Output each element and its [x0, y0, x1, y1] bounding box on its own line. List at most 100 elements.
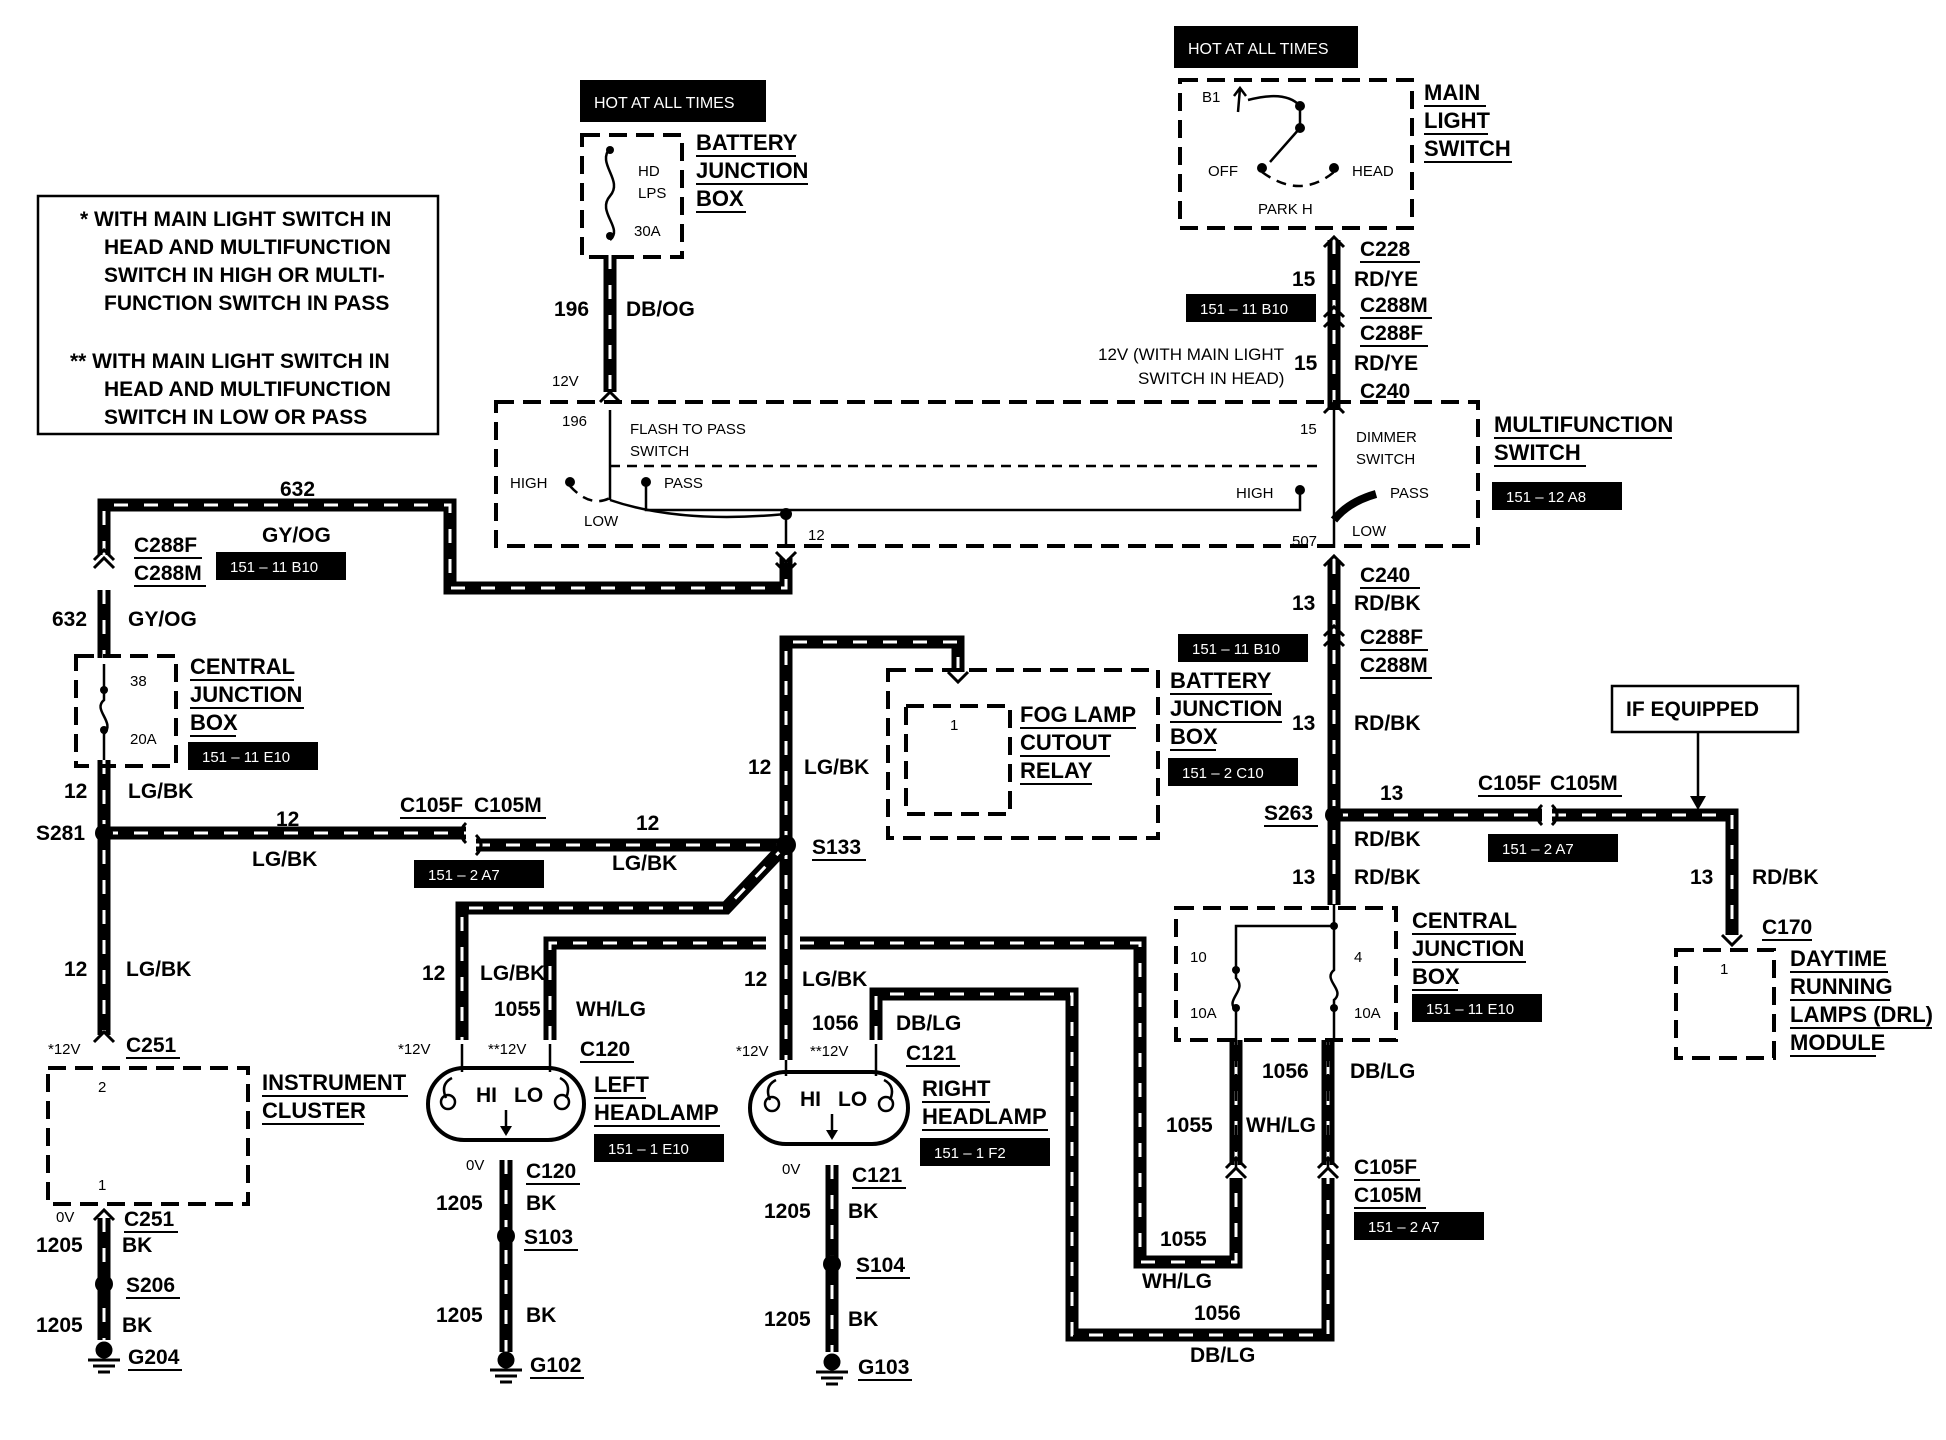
connector-label: C288M — [1360, 654, 1428, 677]
splice-s263 — [1325, 806, 1343, 824]
voltage-label: **12V — [488, 1041, 526, 1058]
wires — [97, 240, 1739, 1352]
wire-color: RD/BK — [1354, 866, 1421, 889]
reference-badge: 151 – 11 B10 — [1192, 641, 1280, 658]
component-title: RELAY — [1020, 758, 1093, 783]
splice-label: S103 — [524, 1226, 573, 1249]
connector-label: C105M — [474, 794, 542, 817]
wire-color: GY/OG — [128, 608, 197, 631]
connector-label: C288M — [134, 562, 202, 585]
circuit-number: 1205 — [36, 1314, 83, 1337]
connector-label: C120 — [580, 1038, 630, 1061]
switch-position-label: PARK H — [1258, 201, 1313, 218]
note-line: * WITH MAIN LIGHT SWITCH IN — [80, 208, 391, 231]
splice-s104 — [823, 1255, 841, 1273]
splice-label: S133 — [812, 836, 861, 859]
left-headlamp: HI LO LEFT HEADLAMP 151 – 1 E10 — [426, 1044, 724, 1162]
connector-label: C240 — [1360, 564, 1410, 587]
switch-position-label: OFF — [1208, 163, 1238, 180]
circuit-number: 13 — [1380, 782, 1403, 805]
central-junction-box-left: 38 20A CENTRAL JUNCTION BOX 151 – 11 E10 — [74, 654, 318, 770]
connector-label: C228 — [1360, 238, 1411, 261]
circuit-number: 12 — [64, 780, 87, 803]
voltage-label: **12V — [810, 1043, 848, 1060]
circuit-number: 13 — [1690, 866, 1713, 889]
connector-label: C288M — [1360, 294, 1428, 317]
component-title: BOX — [190, 710, 238, 735]
circuit-number: 1205 — [764, 1200, 811, 1223]
switch-label: DIMMER — [1356, 429, 1417, 446]
component-title: HEADLAMP — [594, 1100, 719, 1125]
pin-label: 2 — [98, 1079, 106, 1096]
wire-labels: 196 DB/OG 12V C228 15 RD/YE C288M C288F … — [36, 238, 1819, 1381]
drl-module: IF EQUIPPED 1 DAYTIME RUNNING LAMPS (DRL… — [1610, 684, 1933, 1060]
note-line: FUNCTION SWITCH IN PASS — [104, 292, 389, 315]
component-title: MODULE — [1790, 1030, 1885, 1055]
switch-label: FLASH TO PASS — [630, 421, 746, 438]
wire-color: WH/LG — [576, 998, 646, 1021]
note-line: ** WITH MAIN LIGHT SWITCH IN — [70, 350, 390, 373]
component-title: CUTOUT — [1020, 730, 1112, 755]
circuit-number: 1205 — [436, 1192, 483, 1215]
wire-color: BK — [526, 1304, 556, 1327]
circuit-number: 632 — [280, 478, 315, 501]
pin-label: 10 — [1190, 949, 1207, 966]
connector-label: C288F — [1360, 626, 1423, 649]
wire-color: LG/BK — [802, 968, 867, 991]
circuit-number: 1205 — [764, 1308, 811, 1331]
reference-badge: 151 – 2 A7 — [1502, 841, 1574, 858]
circuit-number: 1056 — [1262, 1060, 1309, 1083]
connector-label: C121 — [906, 1042, 957, 1065]
switch-position-label: LOW — [1352, 523, 1387, 540]
reference-badge: 151 – 1 E10 — [608, 1141, 689, 1158]
circuit-number: 12 — [748, 756, 771, 779]
switch-position-label: HEAD — [1352, 163, 1394, 180]
splice-s281 — [95, 824, 113, 842]
component-title: CENTRAL — [190, 654, 295, 679]
component-title: LEFT — [594, 1072, 650, 1097]
battery-junction-box-top: HD LPS 30A BATTERY JUNCTION BOX — [580, 130, 808, 259]
splice-s133 — [776, 835, 796, 855]
switch-position-label: HIGH — [1236, 485, 1274, 502]
ground-label: G102 — [530, 1354, 581, 1377]
wire-color: RD/YE — [1354, 268, 1418, 291]
switch-position-label: HIGH — [510, 475, 548, 492]
hot-at-all-times-label: HOT AT ALL TIMES — [594, 95, 735, 112]
voltage-label: 12V (WITH MAIN LIGHT — [1098, 345, 1284, 364]
splice-label: S263 — [1264, 802, 1313, 825]
wire-color: BK — [526, 1192, 556, 1215]
splice-label: S206 — [126, 1274, 175, 1297]
wire-color: LG/BK — [480, 962, 545, 985]
voltage-label: *12V — [48, 1041, 81, 1058]
wire-color: DB/LG — [1190, 1344, 1255, 1367]
terminal-label: B1 — [1202, 89, 1220, 106]
main-light-switch: B1 OFF HEAD PARK H MAIN LIGHT SWITCH — [1178, 78, 1512, 230]
circuit-number: 1055 — [1160, 1228, 1207, 1251]
connector-label: C105F — [1354, 1156, 1417, 1179]
hi-label: HI — [476, 1084, 497, 1107]
reference-badge: 151 – 2 C10 — [1182, 765, 1264, 782]
wire-color: BK — [848, 1200, 878, 1223]
lo-label: LO — [838, 1088, 867, 1111]
pin-label: 1 — [1720, 961, 1728, 978]
pin-label: 196 — [562, 413, 587, 430]
wire-color: WH/LG — [1246, 1114, 1316, 1137]
component-title: RIGHT — [922, 1076, 991, 1101]
pin-label: 15 — [1300, 421, 1317, 438]
circuit-number: 12 — [64, 958, 87, 981]
component-title: FOG LAMP — [1020, 702, 1136, 727]
splice-label: S104 — [856, 1254, 905, 1277]
splice-s103 — [497, 1227, 515, 1245]
component-title: DAYTIME — [1790, 946, 1887, 971]
connector-label: C251 — [126, 1034, 177, 1057]
connector-label: C105F — [400, 794, 463, 817]
pin-label: 1 — [950, 717, 958, 734]
wire-color: DB/LG — [1350, 1060, 1415, 1083]
wire-color: BK — [848, 1308, 878, 1331]
wire-color: RD/BK — [1354, 592, 1421, 615]
circuit-number: 1055 — [1166, 1114, 1213, 1137]
instrument-cluster: 2 1 INSTRUMENT CLUSTER — [46, 1066, 408, 1206]
component-title: LAMPS (DRL) — [1790, 1002, 1933, 1027]
wire-color: WH/LG — [1142, 1270, 1212, 1293]
voltage-label: 0V — [782, 1161, 800, 1178]
